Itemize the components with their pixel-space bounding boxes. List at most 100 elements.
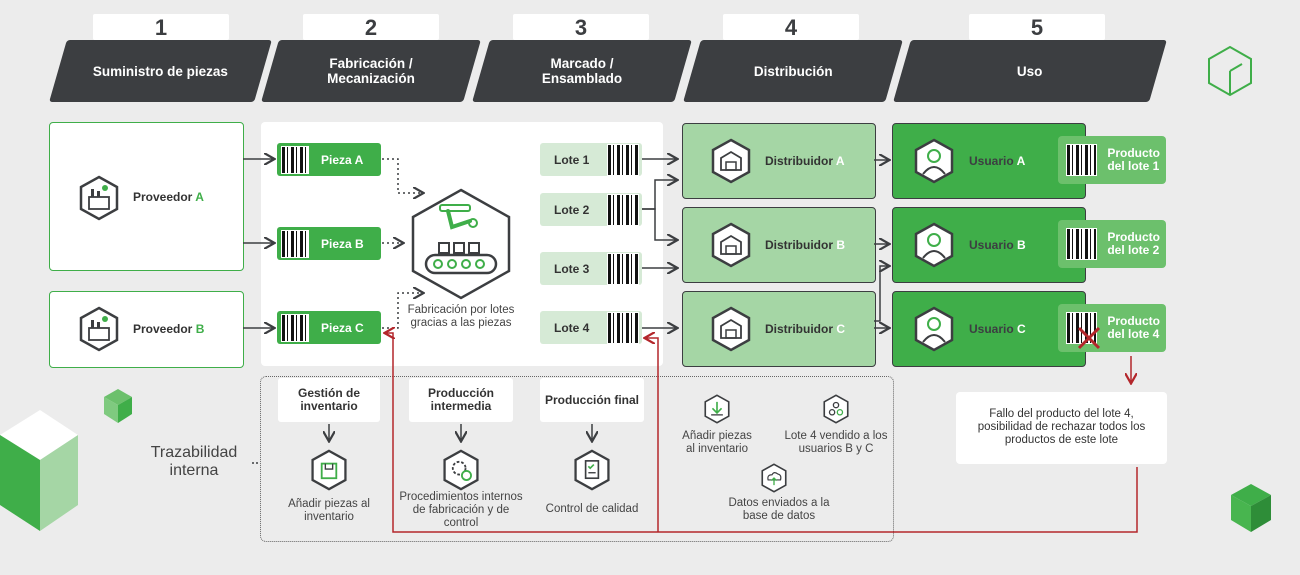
supplier-b-label: Proveedor B [133, 322, 204, 336]
internal-traceability-frame [260, 376, 894, 542]
product-lot-4: Producto del lote 4 [1058, 304, 1166, 352]
warehouse-icon [711, 306, 751, 352]
robot-conveyor-icon [411, 188, 511, 300]
failure-note: Fallo del producto del lote 4, posibilid… [956, 392, 1167, 464]
datamatrix-code [1066, 312, 1098, 344]
datamatrix-code [607, 252, 639, 285]
user-c-label: Usuario C [969, 322, 1026, 336]
lot-3: Lote 3 [540, 252, 642, 285]
lot-1: Lote 1 [540, 143, 642, 176]
tab-intermediate-production: Producción intermedia [409, 378, 513, 422]
supplier-a-label: Proveedor A [133, 190, 204, 204]
user-a-label: Usuario A [969, 154, 1025, 168]
distributor-c-card: Distribuidor C [682, 291, 876, 367]
user-c-card: Usuario C [892, 291, 1086, 367]
caption-add-pieces: Añadir piezas al inventario [288, 498, 370, 523]
product-lot-1: Producto del lote 1 [1058, 136, 1166, 184]
user-name: Usuario [969, 322, 1014, 336]
step-number-2: 2 [303, 14, 439, 40]
cloud-upload-icon [761, 463, 787, 493]
reject-cross-icon [1077, 326, 1101, 350]
lot-label: Lote 1 [554, 152, 590, 167]
step-number-5: 5 [969, 14, 1105, 40]
decorative-cube-right [1231, 484, 1271, 532]
user-icon [914, 306, 954, 352]
piece-label: Pieza A [321, 152, 364, 167]
lot-4: Lote 4 [540, 311, 642, 344]
user-letter: B [1017, 238, 1026, 252]
tab-inventory-management: Gestión de inventario [278, 378, 380, 422]
piece-label: Pieza C [321, 320, 364, 335]
caption-data-sent: Datos enviados a la base de datos [728, 497, 830, 522]
piece-b: Pieza B [277, 227, 381, 260]
step-number-3: 3 [513, 14, 649, 40]
warehouse-icon [711, 222, 751, 268]
piece-label: Pieza B [321, 236, 364, 251]
user-b-card: Usuario B [892, 207, 1086, 283]
distributor-letter: A [835, 154, 845, 168]
step-number-1: 1 [93, 14, 229, 40]
quality-control-icon [574, 449, 610, 491]
gear-process-icon [443, 449, 479, 491]
distributor-a-card: Distribuidor A [682, 123, 876, 199]
distributor-b-card: Distribuidor B [682, 207, 876, 283]
lot-2: Lote 2 [540, 193, 642, 226]
distributor-name: Distribuidor [765, 322, 833, 336]
datamatrix-code [607, 193, 639, 226]
tab-final-production: Producción final [540, 378, 644, 422]
step-number-4: 4 [723, 14, 859, 40]
supplier-b-card: Proveedor B [49, 291, 244, 368]
distributor-name: Distribuidor [765, 154, 833, 168]
product-label: Producto del lote 2 [1107, 230, 1160, 257]
distributor-letter: B [836, 238, 846, 252]
product-lot-2: Producto del lote 2 [1058, 220, 1166, 268]
user-a-card: Usuario A [892, 123, 1086, 199]
warehouse-icon [711, 138, 751, 184]
datamatrix-code [607, 143, 639, 176]
supplier-name: Proveedor [133, 322, 193, 336]
datamatrix-code [1066, 228, 1098, 260]
brand-logo-icon [1208, 45, 1252, 97]
supplier-letter: B [195, 322, 205, 336]
user-letter: C [1017, 322, 1026, 336]
caption-internal-procedures: Procedimientos internos de fabricación y… [399, 491, 523, 529]
user-name: Usuario [969, 154, 1014, 168]
inventory-box-icon [311, 449, 347, 491]
product-label: Producto del lote 1 [1107, 146, 1160, 173]
user-icon [914, 138, 954, 184]
decorative-cube-small [104, 389, 132, 423]
lot-label: Lote 2 [554, 202, 590, 217]
supplier-letter: A [195, 190, 204, 204]
download-icon [704, 394, 730, 424]
factory-icon [79, 306, 119, 352]
caption-lot4-sold: Lote 4 vendido a los usuarios B y C [784, 430, 888, 455]
internal-traceability-title: Trazabilidad interna [150, 444, 238, 479]
decorative-cube-large [0, 410, 78, 531]
distributor-b-label: Distribuidor B [765, 238, 845, 252]
manufacturing-caption: Fabricación por lotes gracias a las piez… [407, 304, 515, 329]
distributor-a-label: Distribuidor A [765, 154, 845, 168]
datamatrix-code [281, 145, 309, 174]
caption-add-inventory: Añadir piezas al inventario [682, 430, 752, 455]
datamatrix-code [281, 229, 309, 258]
datamatrix-code [607, 311, 639, 344]
supplier-a-card: Proveedor A [49, 122, 244, 271]
user-name: Usuario [969, 238, 1014, 252]
datamatrix-code [1066, 144, 1098, 176]
lot-label: Lote 4 [554, 320, 590, 335]
user-letter: A [1016, 154, 1026, 168]
user-icon [914, 222, 954, 268]
datamatrix-code [281, 313, 309, 342]
network-cubes-icon [823, 394, 849, 424]
piece-a: Pieza A [277, 143, 381, 176]
distributor-letter: C [836, 322, 846, 336]
caption-quality-control: Control de calidad [545, 503, 639, 515]
lot-label: Lote 3 [554, 261, 590, 276]
distributor-name: Distribuidor [765, 238, 833, 252]
product-label: Producto del lote 4 [1107, 314, 1160, 341]
user-b-label: Usuario B [969, 238, 1026, 252]
distributor-c-label: Distribuidor C [765, 322, 845, 336]
supplier-name: Proveedor [133, 190, 193, 204]
factory-icon [79, 175, 119, 221]
